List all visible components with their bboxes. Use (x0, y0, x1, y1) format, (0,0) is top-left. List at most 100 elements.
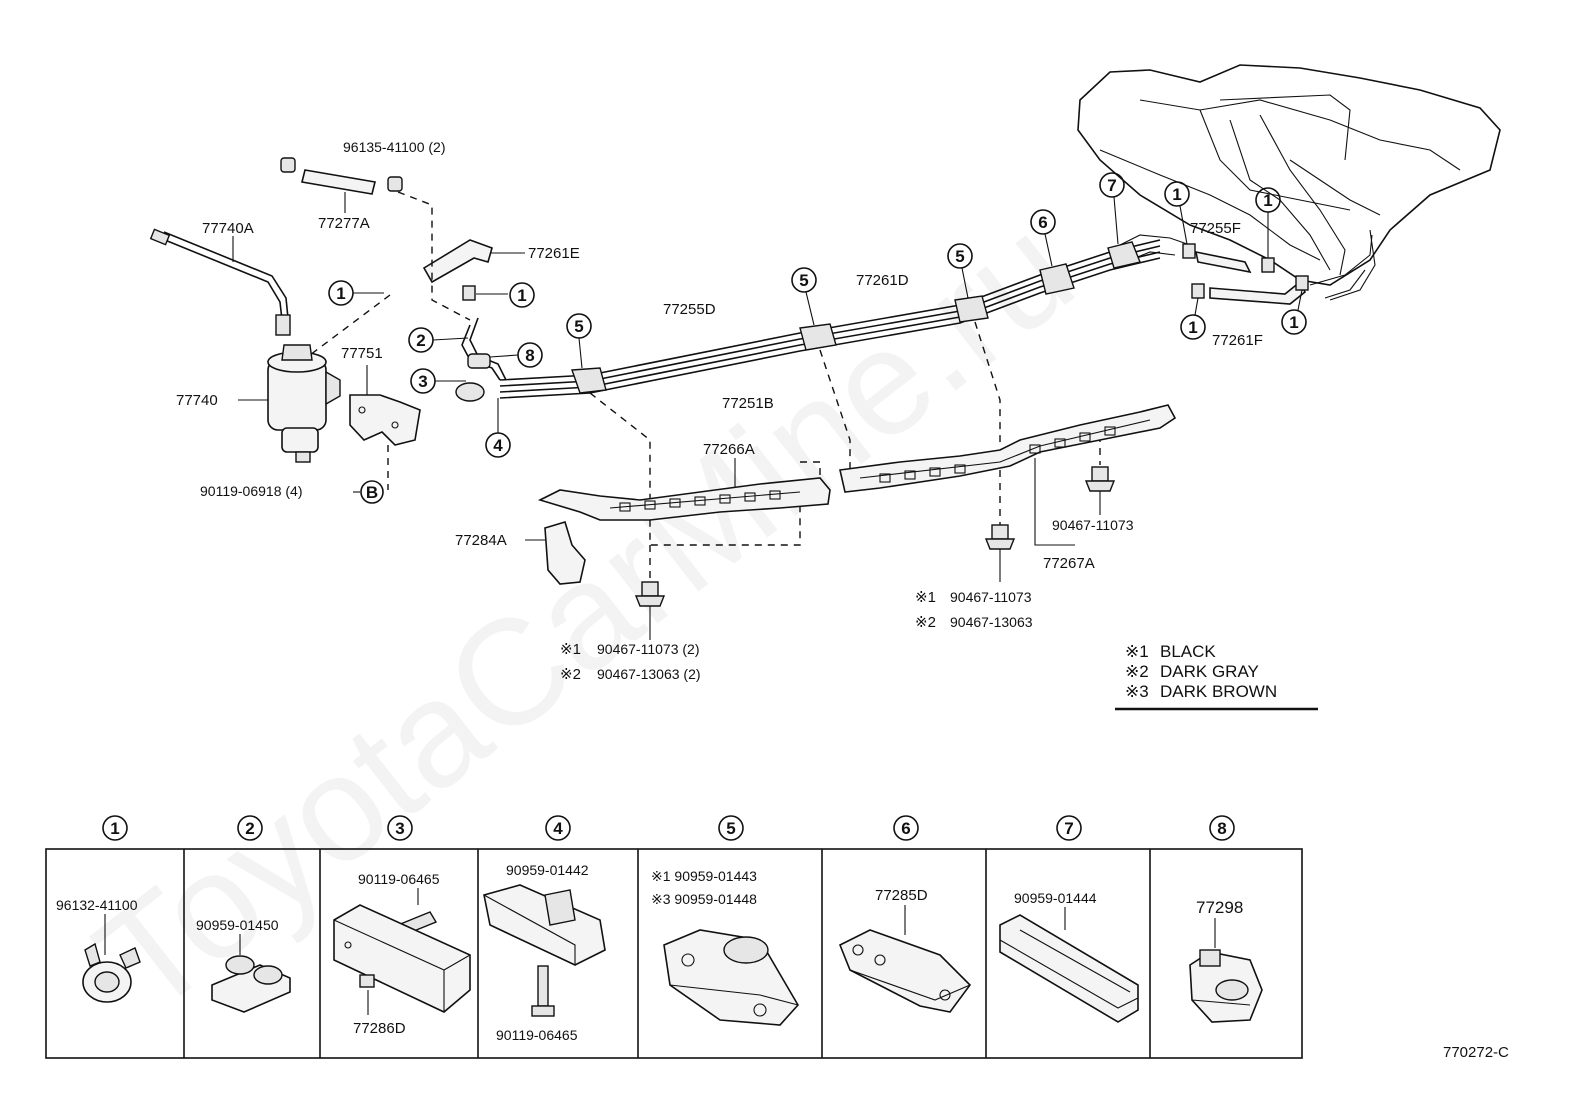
callout-2: 2 (408, 327, 469, 353)
callout-1-tank-b: 1 (1255, 187, 1281, 258)
cell-8-part-0: 77298 (1196, 898, 1243, 917)
label-77266A: 77266A (703, 441, 755, 458)
svg-text:5: 5 (799, 271, 808, 290)
callouts: 1 1 2 8 3 4 5 5 5 6 7 1 1 1 1 (328, 172, 1307, 458)
line-clamps (571, 241, 1141, 394)
legend-text-3: DARK BROWN (1160, 682, 1277, 701)
callout-1-hose: 1 (509, 282, 535, 308)
part-77740A (149, 228, 291, 336)
dashed-leaders (309, 191, 1101, 580)
svg-text:3: 3 (395, 819, 404, 838)
clip-5-drawing (663, 929, 799, 1026)
label-77740: 77740 (176, 392, 218, 409)
mark-low-1: ※1 (560, 641, 581, 658)
label-77261F: 77261F (1212, 332, 1263, 349)
table-header-5: 5 (718, 815, 744, 841)
label-77267A: 77267A (1043, 555, 1095, 572)
part-labels: 96135-41100 (2) 77277A 77740A 77261E 777… (176, 139, 1263, 683)
clip-2-drawing (211, 955, 291, 1013)
label-77255D: 77255D (663, 301, 716, 318)
part-77261E (422, 239, 525, 301)
cell-4-part-1: 90119-06465 (496, 1027, 578, 1043)
table-header-8: 8 (1209, 815, 1235, 841)
callout-5-c: 5 (947, 243, 973, 299)
callout-1-tank-a: 1 (1164, 181, 1190, 245)
svg-text:5: 5 (955, 247, 964, 266)
part-77266A (537, 458, 831, 521)
part-77740-canister (238, 344, 341, 463)
svg-text:1: 1 (1263, 191, 1272, 210)
clip-6-drawing (838, 929, 972, 1013)
legend-mark-3: ※3 (1125, 682, 1149, 701)
parts-table: 1 2 3 4 5 6 7 8 96132-41100 90959-01450 … (45, 815, 1303, 1059)
callout-5-b: 5 (791, 267, 817, 326)
mark-mid-1: ※1 (915, 589, 936, 606)
label-mid-1: 90467-11073 (950, 589, 1032, 605)
cell-4-part-0: 90959-01442 (506, 862, 589, 878)
callout-8: 8 (489, 342, 543, 368)
cell-7-part-0: 90959-01444 (1014, 890, 1097, 906)
cell-3-part-0: 90119-06465 (358, 871, 440, 887)
label-77261E: 77261E (528, 245, 580, 262)
part-77751-bracket (349, 365, 421, 446)
label-77251B: 77251B (722, 395, 774, 412)
svg-text:1: 1 (1188, 318, 1197, 337)
callout-5-a: 5 (566, 313, 592, 369)
svg-text:7: 7 (1064, 819, 1073, 838)
table-header-4: 4 (545, 815, 571, 841)
cell-3-part-1: 77286D (353, 1020, 406, 1037)
svg-text:8: 8 (1217, 819, 1226, 838)
callout-7: 7 (1099, 172, 1125, 245)
svg-text:5: 5 (726, 819, 735, 838)
ref-b: B (353, 480, 384, 504)
svg-text:2: 2 (416, 331, 425, 350)
table-border (45, 848, 1303, 1059)
protector-slots-front (619, 490, 781, 512)
svg-text:8: 8 (525, 346, 534, 365)
color-legend: ※1 BLACK ※2 DARK GRAY ※3 DARK BROWN (1115, 642, 1318, 711)
label-77255F: 77255F (1190, 220, 1241, 237)
mark-mid-2: ※2 (915, 614, 936, 631)
label-low-2: 90467-13063 (2) (597, 666, 701, 682)
cell-1-part-0: 96132-41100 (56, 897, 138, 913)
clip-fasteners (634, 466, 1116, 640)
callout-4: 4 (485, 398, 511, 458)
callout-1-tank-d: 1 (1281, 289, 1307, 335)
svg-text:5: 5 (574, 317, 583, 336)
part-77284A (525, 521, 586, 585)
clip-3-drawing (333, 904, 471, 1013)
cell-5-part-0: ※1 90959-01443 (651, 868, 757, 884)
clip-7-drawing (999, 914, 1139, 1023)
svg-text:4: 4 (493, 436, 503, 455)
legend-text-1: BLACK (1160, 642, 1216, 661)
label-77277A: 77277A (318, 215, 370, 232)
cell-5-part-1: ※3 90959-01448 (651, 891, 757, 907)
svg-text:3: 3 (418, 372, 427, 391)
svg-text:7: 7 (1107, 176, 1116, 195)
clip-front (634, 581, 666, 640)
table-header-1: 1 (102, 815, 128, 841)
fuel-tank (1077, 64, 1501, 301)
table-header-6: 6 (893, 815, 919, 841)
callout-3: 3 (410, 368, 466, 394)
mark-low-2: ※2 (560, 666, 581, 683)
legend-mark-1: ※1 (1125, 642, 1149, 661)
clip-4-drawing (483, 884, 606, 966)
svg-text:1: 1 (336, 284, 345, 303)
label-77751: 77751 (341, 345, 383, 362)
callout-1-canister: 1 (328, 280, 384, 306)
bolt-4-drawing (531, 965, 555, 1017)
label-mid-2: 90467-13063 (950, 614, 1033, 630)
svg-text:4: 4 (553, 819, 563, 838)
table-header-2: 2 (237, 815, 263, 841)
part-77277A (280, 157, 403, 213)
clip-1-drawing (82, 942, 141, 1003)
label-low-1: 90467-11073 (2) (597, 641, 699, 657)
clip-mid (984, 524, 1016, 582)
cell-6-part-0: 77285D (875, 887, 928, 904)
clip-rear (1084, 466, 1116, 515)
part-77267A (839, 404, 1177, 546)
diagram-id: 770272-C (1443, 1044, 1509, 1061)
label-77261D: 77261D (856, 272, 909, 289)
